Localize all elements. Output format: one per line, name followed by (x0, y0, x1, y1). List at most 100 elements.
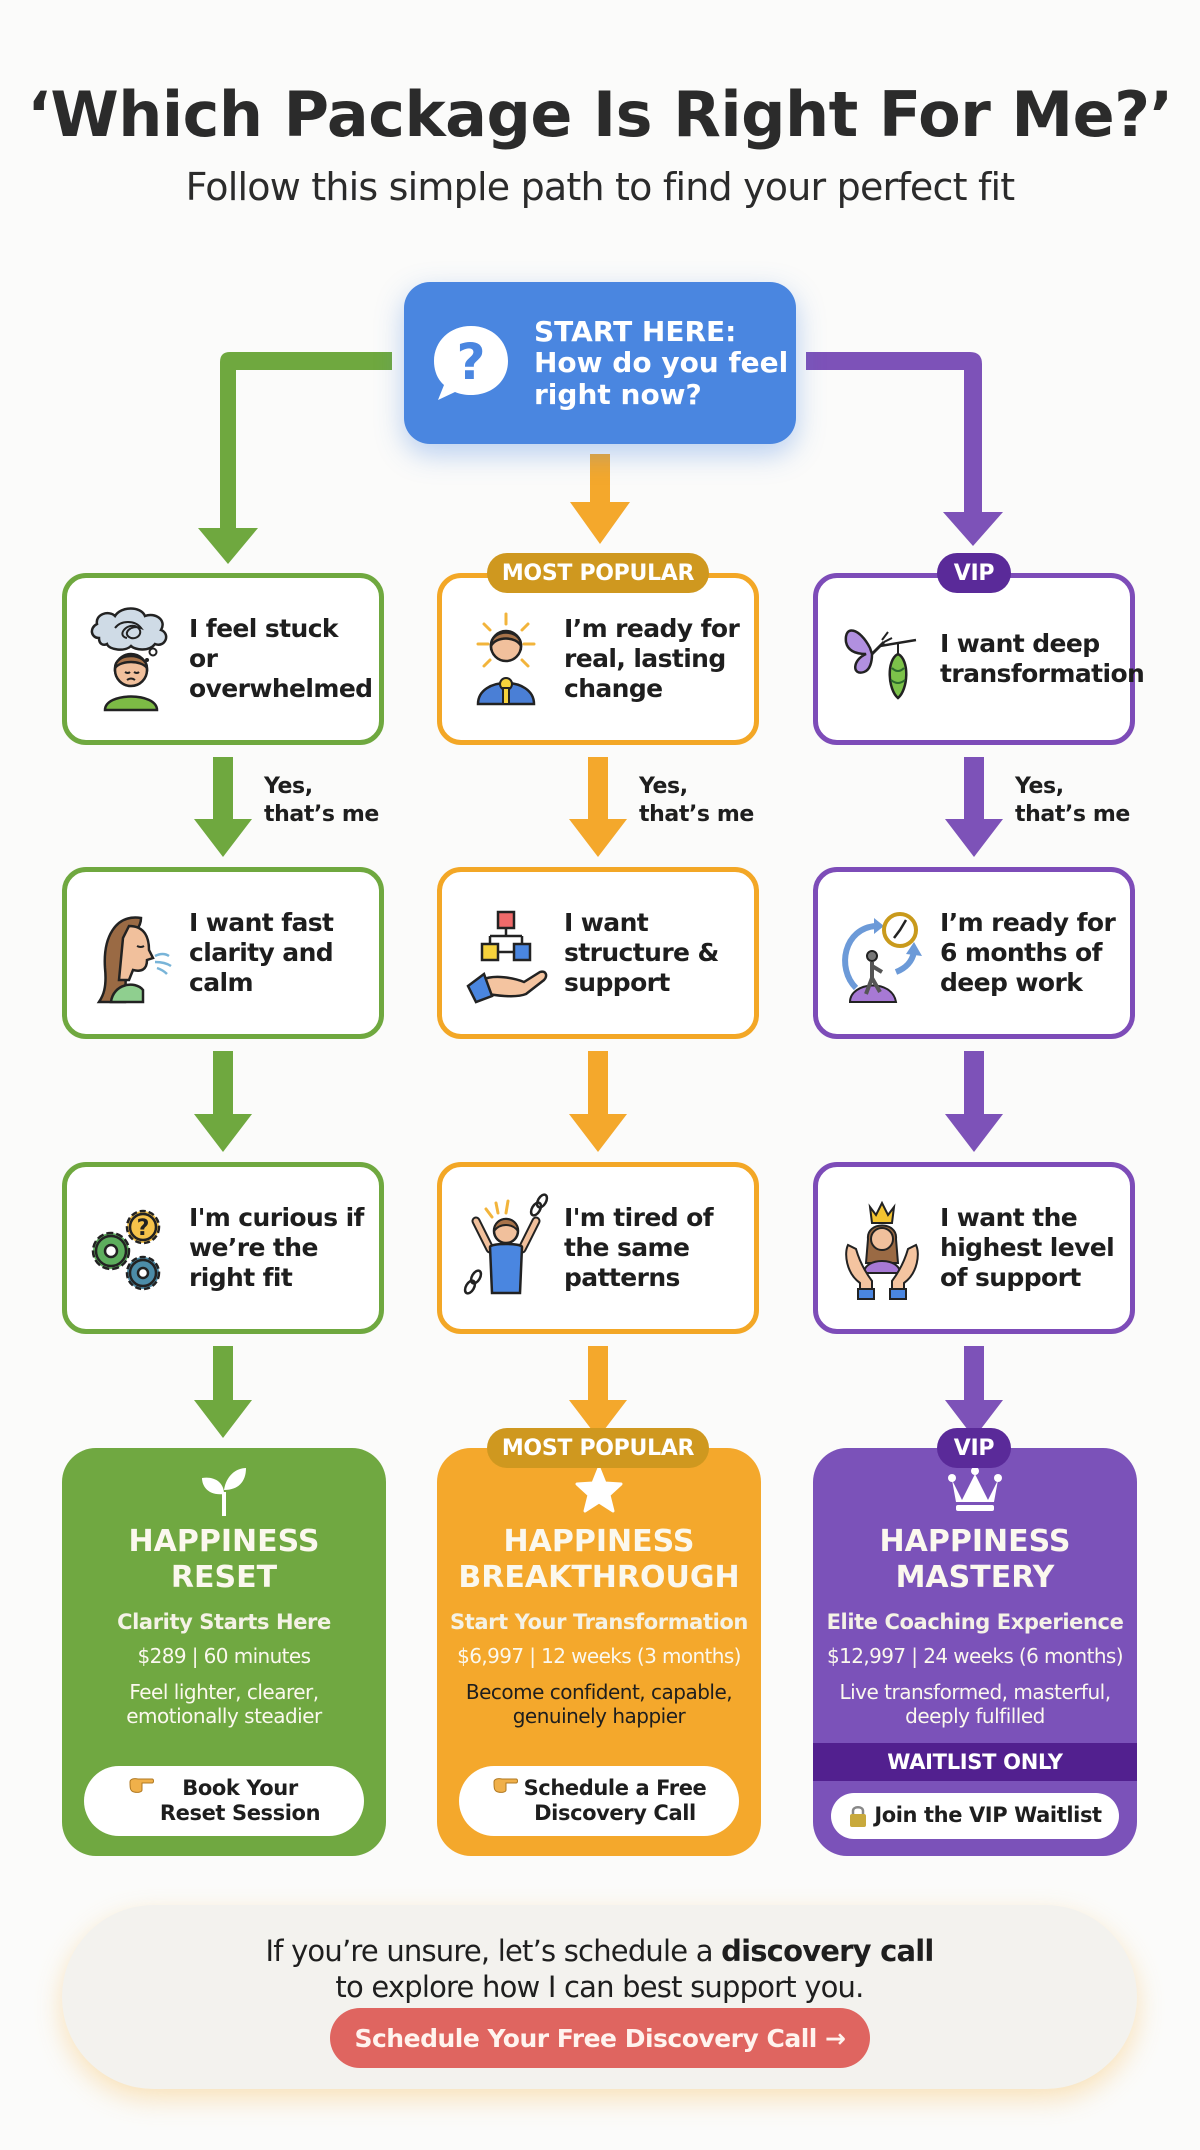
arrow-purple-1 (945, 757, 1003, 857)
package-card-green: HAPPINESS RESET Clarity Starts Here $289… (62, 1448, 386, 1856)
crowned-woman-hands-icon (836, 1193, 928, 1303)
step-label-line: calm (189, 968, 254, 997)
package-vip-badge: VIP (937, 1428, 1011, 1468)
breaking-chains-icon (460, 1193, 552, 1303)
crown-icon (813, 1466, 1137, 1518)
yes-label-line: that’s me (639, 801, 754, 827)
step-label-line: I want the (940, 1203, 1078, 1232)
package-name-line-2: RESET (170, 1560, 278, 1595)
step-label-line: transformation (940, 659, 1145, 688)
step-label-line: I’m ready for (940, 908, 1116, 937)
package-description-line-1: Live transformed, masterful, (839, 1680, 1111, 1704)
start-line-1: START HERE: (534, 314, 737, 348)
gears-question-icon: ? (85, 1193, 177, 1303)
step-label-line: overwhelmed (189, 674, 373, 703)
package-name-line-2: MASTERY (895, 1560, 1055, 1595)
package-most-popular-badge: MOST POPULAR (487, 1428, 709, 1468)
schedule-discovery-call-button[interactable]: Schedule Your Free Discovery Call → (330, 2008, 870, 2068)
sprout-icon (62, 1466, 386, 1518)
pointing-hand-icon (492, 1776, 518, 1794)
package-card-orange: HAPPINESS BREAKTHROUGH Start Your Transf… (437, 1448, 761, 1856)
package-description-line-2: emotionally steadier (126, 1704, 322, 1728)
package-description-line-1: Become confident, capable, (465, 1680, 733, 1704)
arrow-green-2 (194, 1051, 252, 1152)
connector-start-to-green (198, 352, 392, 564)
question-bubble-icon: ? (430, 322, 512, 404)
yes-label-line: Yes, (264, 774, 313, 799)
butterfly-cocoon-icon (836, 604, 928, 714)
package-tagline: Clarity Starts Here (117, 1610, 331, 1634)
package-name: HAPPINESS MASTERY (813, 1524, 1137, 1596)
package-cta-label-line-2: Discovery Call (534, 1801, 696, 1825)
package-description-line-1: Feel lighter, clearer, (129, 1680, 319, 1704)
step-label-line: 6 months of (940, 938, 1103, 967)
step-label-line: I feel stuck or (189, 614, 339, 673)
star-icon (437, 1466, 761, 1518)
package-tagline: Start Your Transformation (450, 1610, 748, 1634)
yes-label-orange: Yes,that’s me (639, 773, 754, 828)
step-label-line: change (564, 674, 663, 703)
step-label-line: we’re the (189, 1233, 318, 1262)
arrow-green-1 (194, 757, 252, 857)
package-cta-label-line-1: Book Your (182, 1775, 298, 1800)
step-label-line: real, lasting (564, 644, 726, 673)
step-label-line: patterns (564, 1263, 680, 1292)
arrow-green-3 (194, 1346, 252, 1438)
footer-text-line2: to explore how I can best support you. (335, 1970, 864, 2005)
package-price: $289 | 60 minutes (137, 1644, 312, 1668)
arrow-purple-2 (945, 1051, 1003, 1152)
footer-text-bold: discovery call (721, 1934, 934, 1968)
footer-text-prefix: If you’re unsure, let’s schedule a (265, 1934, 722, 1968)
compass-journey-icon (836, 898, 928, 1008)
breathing-woman-icon (85, 898, 177, 1008)
step-label-line: the same (564, 1233, 690, 1262)
package-name-line-2: BREAKTHROUGH (458, 1560, 740, 1595)
page-subtitle: Follow this simple path to find your per… (185, 165, 1016, 209)
yes-label-line: that’s me (264, 801, 379, 827)
package-cta-label-line-1: Schedule a Free (523, 1775, 707, 1800)
package-name: HAPPINESS RESET (62, 1524, 386, 1596)
lock-icon (848, 1804, 868, 1828)
most-popular-badge: MOST POPULAR (487, 553, 709, 593)
step-label-line: I want (564, 908, 649, 937)
step-label-line: I want deep (940, 629, 1100, 658)
package-description: Feel lighter, clearer, emotionally stead… (72, 1680, 376, 1728)
step-label-line: deep work (940, 968, 1083, 997)
yes-label-green: Yes,that’s me (264, 773, 379, 828)
step-label-line: I'm curious if (189, 1203, 364, 1232)
package-name-line-1: HAPPINESS (503, 1524, 695, 1559)
package-tagline: Elite Coaching Experience (826, 1610, 1124, 1634)
package-description-line-2: genuinely happier (512, 1704, 686, 1728)
package-name-line-1: HAPPINESS (128, 1524, 320, 1559)
package-cta-button-green[interactable]: Book Your Reset Session (84, 1766, 364, 1836)
arrow-orange-3 (569, 1346, 627, 1438)
svg-text:?: ? (137, 1216, 150, 1241)
arrow-purple-3 (945, 1346, 1003, 1438)
step-label-line: right fit (189, 1263, 293, 1292)
waitlist-only-banner: WAITLIST ONLY (813, 1743, 1137, 1781)
package-cta-button-orange[interactable]: Schedule a Free Discovery Call (459, 1766, 739, 1836)
package-card-purple: HAPPINESS MASTERY Elite Coaching Experie… (813, 1448, 1137, 1856)
step-label-line: I’m ready for (564, 614, 740, 643)
arrow-orange-2 (569, 1051, 627, 1152)
pointing-hand-icon (128, 1776, 154, 1794)
svg-text:?: ? (456, 333, 485, 391)
package-description: Live transformed, masterful, deeply fulf… (823, 1680, 1127, 1728)
package-cta-label-line-1: Join the VIP Waitlist (874, 1803, 1102, 1828)
package-cta-button-purple[interactable]: Join the VIP Waitlist (831, 1793, 1119, 1839)
step-label-line: I'm tired of (564, 1203, 714, 1232)
connector-start-to-orange (570, 454, 630, 544)
